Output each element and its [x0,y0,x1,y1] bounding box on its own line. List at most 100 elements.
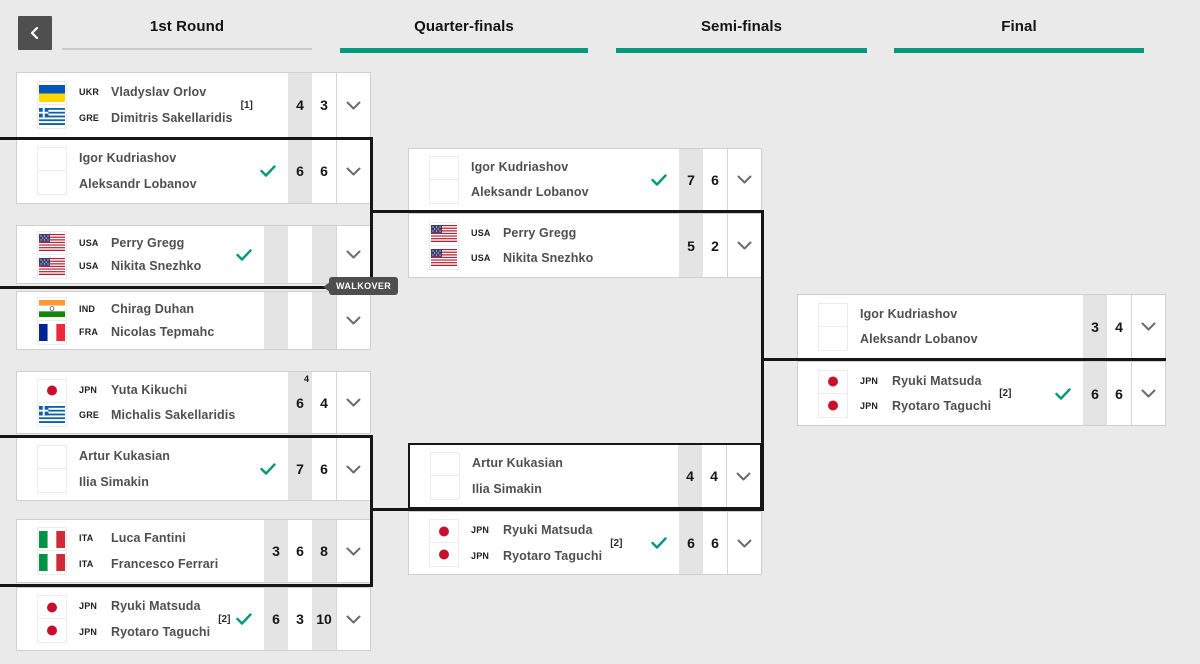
walkover-badge: WALKOVER [322,277,399,295]
bracket-line [370,435,373,587]
set-score-cell: 3 [264,520,288,582]
player-name: Ryotaro Taguchi [892,399,992,414]
player-name: Igor Kudriashov [79,151,177,165]
round-tab-quarter-finals[interactable]: Quarter-finals [340,0,588,56]
winner-check-icon [651,173,667,186]
expand-match-button[interactable] [726,445,760,507]
winner-check-icon [236,613,252,625]
flag-jpn-icon [818,393,848,418]
player-name: Luca Fantini [111,531,186,546]
back-button[interactable] [18,16,52,50]
expand-match-button[interactable] [336,520,370,582]
round-tab-final[interactable]: Final [894,0,1144,56]
flag-placeholder [37,445,67,469]
round-tab-underline [62,48,312,50]
player-row: JPN Ryotaro Taguchi [860,399,991,413]
round-tab-label: Final [1001,18,1037,35]
set-scores [264,226,336,283]
country-code: JPN [860,401,879,412]
expand-match-button[interactable] [727,214,761,277]
round-tab-1st-round[interactable]: 1st Round [62,0,312,56]
expand-match-button[interactable] [336,438,370,500]
round-tab-semi-finals[interactable]: Semi-finals [616,0,867,56]
spacer [197,139,260,203]
player-row: Aleksandr Lobanov [79,177,197,191]
set-score-cell: 6 [264,588,288,650]
player-name: Artur Kukasian [79,449,171,464]
round-tab-label: 1st Round [149,18,225,35]
expand-match-button[interactable] [1131,362,1165,425]
expand-match-button[interactable] [727,149,761,210]
set-score-cell: 10 [312,588,336,650]
flag-gre-icon [37,105,67,129]
player-name: Igor Kudriashov [471,160,569,174]
round-tab-underline [616,48,867,53]
player-name: Ilia Simakin [79,474,149,489]
set-score-cell: 7 [288,438,312,500]
expand-match-button[interactable] [336,372,370,433]
expand-match-button[interactable] [1131,295,1165,358]
player-name: Aleksandr Lobanov [860,332,978,347]
tiebreak-superscript: 4 [303,374,309,384]
country-code: FRA [79,327,99,338]
expand-match-button[interactable] [336,588,370,650]
flag-ita-icon [37,551,67,575]
set-score-cell [288,292,312,349]
team-flags [37,292,67,349]
seed-badge: [2] [218,613,231,625]
expand-match-button[interactable] [727,512,761,574]
expand-match-button[interactable] [336,139,370,203]
country-code: JPN [79,601,98,612]
player-name: Ryuki Matsuda [503,523,593,538]
set-score-cell: 3 [296,611,304,627]
seed-badge: [1] [240,99,253,111]
expand-match-button[interactable] [336,226,370,283]
team-flags [37,226,67,283]
chevron-down-icon [736,472,751,481]
player-row: Igor Kudriashov [79,151,197,165]
player-row: Igor Kudriashov [471,160,589,174]
player-name: Perry Gregg [503,225,577,240]
chevron-down-icon [346,167,361,176]
round-tab-underline [894,48,1144,53]
flag-placeholder [818,302,848,327]
set-score-cell [312,292,336,349]
spacer [214,292,264,349]
flag-jpn-icon [818,369,848,394]
team-flags [430,445,460,507]
set-score-cell: 4 [1115,318,1123,335]
seed-badge: [2] [999,388,1012,399]
player-name: Francesco Ferrari [111,556,219,571]
expand-match-button[interactable] [336,292,370,349]
expand-match-button[interactable] [336,73,370,137]
